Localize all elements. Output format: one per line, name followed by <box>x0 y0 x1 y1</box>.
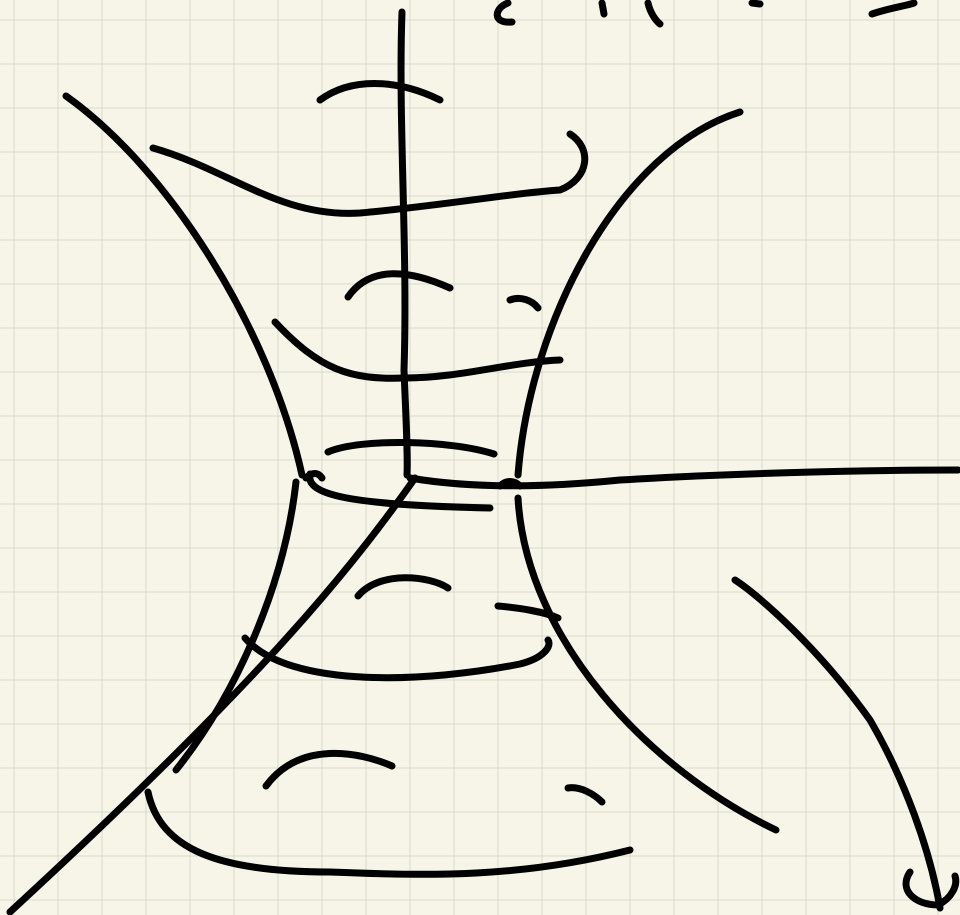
top-ellipse-back <box>320 84 440 101</box>
diagonal-axis <box>10 478 415 912</box>
waist-ellipse-back <box>328 442 494 454</box>
lower-ellipse-front <box>245 638 549 678</box>
top-mark-3 <box>648 3 660 24</box>
bottom-ellipse-tick <box>568 788 602 802</box>
bottom-ellipse-back <box>266 753 392 786</box>
second-ellipse-tick <box>510 298 538 308</box>
vertical-axis <box>401 12 407 475</box>
hyperboloid-drawing <box>10 3 958 912</box>
rotation-arrow <box>735 580 940 908</box>
top-ellipse-front <box>153 134 585 213</box>
second-ellipse-front <box>275 322 560 378</box>
bottom-ellipse-front <box>148 792 630 874</box>
second-ellipse-back <box>348 274 450 297</box>
horizontal-axis <box>410 470 958 486</box>
left-outline-upper <box>66 96 302 475</box>
top-mark-2 <box>602 3 604 14</box>
waist-ellipse-front <box>310 474 490 508</box>
top-mark-4 <box>752 3 760 4</box>
lower-ellipse-back <box>358 578 448 596</box>
right-outline-upper <box>518 112 740 475</box>
top-mark-5 <box>872 3 914 14</box>
top-mark-1 <box>497 3 512 22</box>
waist-tick-left <box>306 474 322 479</box>
